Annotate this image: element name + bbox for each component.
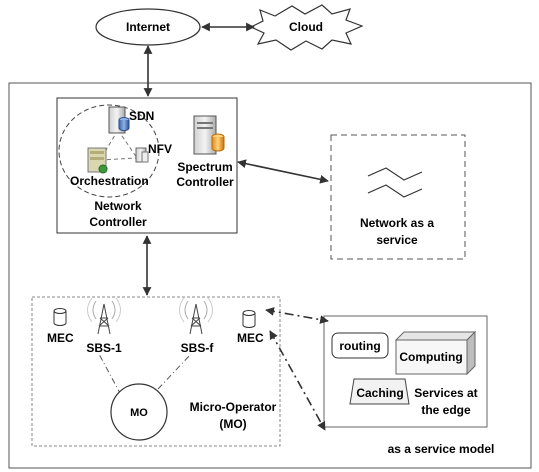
micro-operator-title-line2: (MO) bbox=[219, 417, 246, 431]
sbs1-label: SBS-1 bbox=[86, 341, 122, 355]
network-controller-title-line1: Network bbox=[94, 199, 142, 213]
naas-label-line2: service bbox=[376, 233, 418, 247]
computing-cube bbox=[394, 330, 477, 376]
sdn-server-icon bbox=[108, 106, 130, 134]
routing-box bbox=[331, 332, 389, 359]
edge-title-line1: Services at bbox=[414, 386, 477, 400]
mo-node bbox=[110, 383, 168, 441]
spectrum-label-line2: Controller bbox=[176, 175, 234, 189]
network-as-a-service-box: Network as a service bbox=[330, 134, 466, 260]
sdn-label: SDN bbox=[129, 109, 154, 123]
routing-label: routing bbox=[339, 339, 380, 353]
micro-operator-area: MEC SBS-1 SBS-f MEC MO bbox=[31, 296, 281, 447]
naas-label-line1: Network as a bbox=[360, 216, 434, 230]
service-model-label: as a service model bbox=[388, 442, 495, 456]
orchestration-label: Orchestration bbox=[70, 174, 149, 188]
sbsf-tower-icon bbox=[179, 297, 213, 335]
cloud-label: Cloud bbox=[289, 20, 323, 34]
nfv-node-icon bbox=[135, 147, 149, 163]
internet-label: Internet bbox=[126, 20, 170, 34]
system-frame bbox=[8, 82, 532, 469]
sbs1-tower-icon bbox=[87, 297, 121, 335]
micro-operator-title-line1: Micro-Operator bbox=[190, 400, 277, 414]
nfv-label: NFV bbox=[148, 142, 172, 156]
edge-services-box: routing Computing Caching Services at th… bbox=[323, 315, 488, 428]
edge-title-line2: the edge bbox=[421, 403, 471, 417]
sbsf-label: SBS-f bbox=[181, 341, 215, 355]
mec-right-icon bbox=[242, 310, 256, 328]
network-controller: SDN Orchestration NFV Spectrum Controlle… bbox=[56, 97, 238, 234]
mec-left-icon bbox=[53, 308, 67, 326]
caching-trapezoid bbox=[349, 378, 410, 405]
controller-group-ellipse bbox=[58, 104, 160, 198]
spectrum-controller-icon bbox=[193, 115, 225, 155]
mec-left-label: MEC bbox=[47, 331, 74, 345]
controller-naas-link bbox=[237, 159, 329, 184]
mec-edge-link-top bbox=[265, 307, 329, 324]
cloud-node: Cloud bbox=[249, 4, 364, 51]
caching-label: Caching bbox=[356, 386, 403, 400]
mec-edge-link-bottom bbox=[269, 330, 326, 431]
internet-node: Internet bbox=[95, 8, 201, 46]
mec-right-label: MEC bbox=[237, 331, 264, 345]
network-controller-title-line2: Controller bbox=[89, 215, 147, 229]
network-wave-icon bbox=[367, 167, 423, 181]
spectrum-label-line1: Spectrum bbox=[177, 160, 232, 174]
computing-label: Computing bbox=[399, 350, 462, 364]
mo-label: MO bbox=[130, 407, 148, 419]
orchestration-server-icon bbox=[87, 147, 108, 174]
